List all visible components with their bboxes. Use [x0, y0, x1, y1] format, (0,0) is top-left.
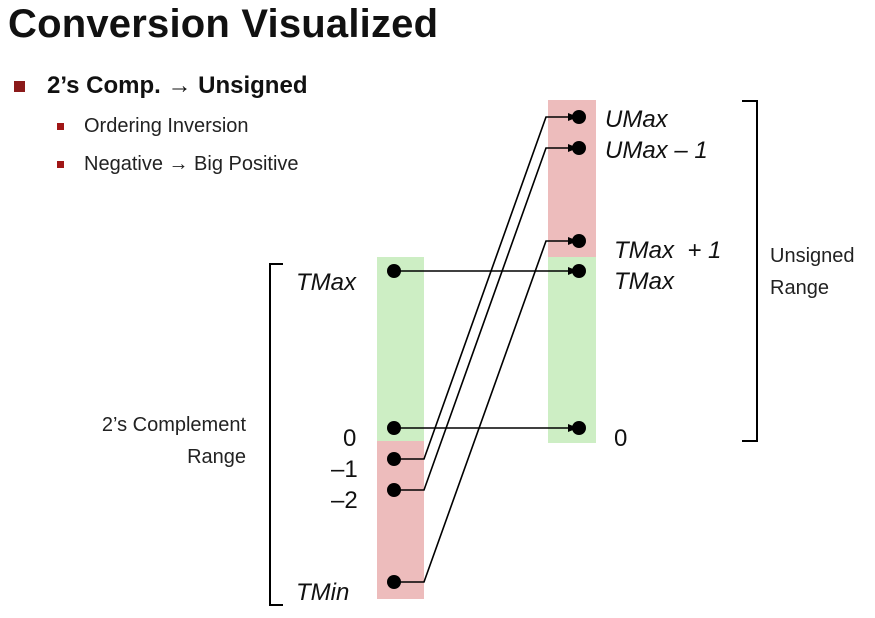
- label-unsigned-range: Range: [770, 277, 829, 299]
- sub-bullet-square-icon: [57, 123, 64, 130]
- main-bullet: 2’s Comp. → Unsigned: [14, 72, 307, 100]
- label-tmax-right: TMax: [614, 268, 675, 295]
- dot-zero-right: [572, 421, 586, 435]
- label-twos-complement: 2’s Complement: [102, 414, 247, 436]
- sub-bullet: Ordering Inversion: [57, 115, 249, 138]
- dot-minus-one: [387, 452, 401, 466]
- sub-bullet-text: Negative → Big Positive: [84, 153, 299, 175]
- dot-tmin: [387, 575, 401, 589]
- right-range-bracket: [742, 100, 758, 442]
- dot-tmax-left: [387, 264, 401, 278]
- dot-zero-left: [387, 421, 401, 435]
- label-unsigned: Unsigned: [770, 245, 855, 267]
- dot-tmax-right: [572, 264, 586, 278]
- sub-bullet: Negative → Big Positive: [57, 153, 299, 176]
- label-tmax-left: TMax: [296, 269, 357, 296]
- bullet-square-icon: [14, 80, 25, 92]
- label-minus-one: –1: [331, 456, 358, 483]
- dot-minus-two: [387, 483, 401, 497]
- label-minus-two: –2: [331, 487, 358, 514]
- dot-tmax-plus-one: [572, 234, 586, 248]
- twos-complement-negative-band: [377, 441, 424, 599]
- arrow-minus-two-to-umax-minus-one: [394, 144, 578, 491]
- arrow-minus-one-to-umax: [394, 113, 578, 460]
- left-range-bracket: [269, 263, 283, 606]
- dot-umax-minus-one: [572, 141, 586, 155]
- twos-complement-positive-band: [377, 257, 424, 441]
- slide-title: Conversion Visualized: [8, 2, 439, 46]
- label-tmax-plus-one: TMax + 1: [614, 237, 721, 264]
- arrow-tmin-to-tmax-plus-one: [394, 237, 578, 583]
- label-tmin: TMin: [296, 579, 349, 606]
- label-twos-complement-range: Range: [187, 446, 246, 468]
- label-umax: UMax: [605, 106, 669, 133]
- label-zero-right: 0: [614, 425, 627, 452]
- unsigned-low-band: [548, 257, 596, 443]
- unsigned-high-band: [548, 100, 596, 257]
- label-zero-left: 0: [343, 425, 356, 452]
- sub-bullet-square-icon: [57, 161, 64, 168]
- label-umax-minus-one: UMax – 1: [605, 137, 708, 164]
- main-bullet-text: 2’s Comp. → Unsigned: [47, 72, 308, 99]
- dot-umax: [572, 110, 586, 124]
- sub-bullet-text: Ordering Inversion: [84, 115, 249, 137]
